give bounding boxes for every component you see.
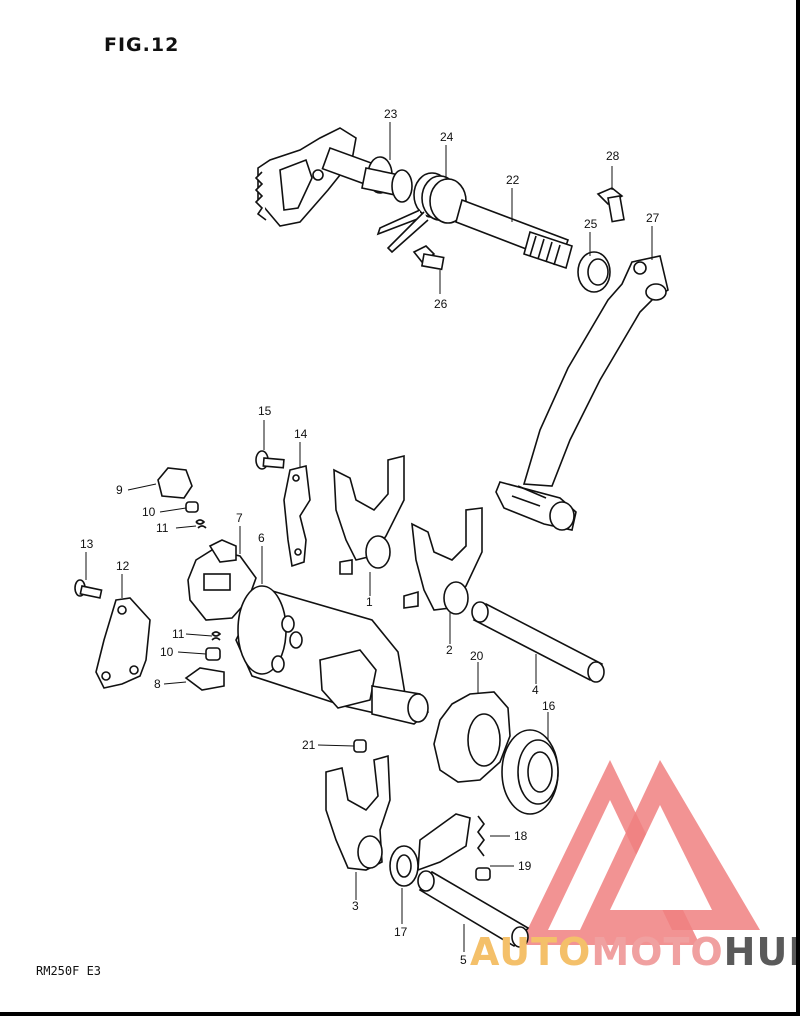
watermark-moto: MOTO <box>591 930 724 974</box>
part-20-cam-gear <box>433 691 511 783</box>
callout-14: 14 <box>294 427 308 441</box>
part-2-shift-fork <box>403 507 483 615</box>
frame-border-bottom <box>0 1012 800 1016</box>
part-10-pin-lower <box>205 647 221 661</box>
callout-21: 21 <box>302 738 316 752</box>
callout-26: 26 <box>434 297 448 311</box>
callout-3: 3 <box>352 899 359 913</box>
part-11-spring-upper <box>195 519 207 529</box>
callout-23: 23 <box>384 107 398 121</box>
callout-24: 24 <box>440 130 454 144</box>
frame-border-right <box>796 0 800 1016</box>
callout-10-upper: 10 <box>142 505 156 519</box>
callout-25: 25 <box>584 217 598 231</box>
callout-8: 8 <box>154 677 161 691</box>
part-21-pin <box>353 739 367 753</box>
part-28-bolt <box>596 187 625 223</box>
callout-10-lower: 10 <box>160 645 174 659</box>
callout-28: 28 <box>606 149 620 163</box>
part-15-screw <box>255 450 285 470</box>
watermark-auto: AUTO <box>470 930 592 974</box>
callout-17: 17 <box>394 925 408 939</box>
callout-6: 6 <box>258 531 265 545</box>
part-6-shift-cam <box>235 585 429 725</box>
part-24-return-spring <box>376 172 467 254</box>
part-11-spring-lower <box>211 631 222 641</box>
callout-7: 7 <box>236 511 243 525</box>
model-code: RM250F E3 <box>36 964 102 978</box>
callout-1: 1 <box>366 595 373 609</box>
part-9-cam-stopper <box>157 467 193 499</box>
part-12-stopper-plate <box>95 597 151 689</box>
part-8-cam-stopper <box>184 667 225 691</box>
callout-11-upper: 11 <box>156 521 169 535</box>
callout-4: 4 <box>532 683 539 697</box>
part-13-screw <box>74 579 103 599</box>
leader-lines <box>85 122 653 952</box>
part-16-bearing <box>501 729 559 815</box>
part-27-shift-lever <box>495 255 669 531</box>
part-3-shift-fork <box>325 754 391 871</box>
callout-9: 9 <box>116 483 123 497</box>
part-14-guide-plate <box>283 465 311 568</box>
part-18-spring <box>477 815 485 857</box>
part-1-shift-fork <box>333 454 405 575</box>
callout-5: 5 <box>460 953 467 967</box>
callout-19: 19 <box>518 859 532 873</box>
watermark-hub: HUB <box>723 930 800 974</box>
part-5-fork-shaft <box>417 870 530 948</box>
callout-13: 13 <box>80 537 94 551</box>
part-4-fork-shaft <box>471 601 605 683</box>
part-17-shift-arm <box>389 813 471 887</box>
callout-27: 27 <box>646 211 660 225</box>
watermark-text: AUTOMOTOHUB <box>470 930 800 974</box>
callout-labels: 23 24 22 28 25 27 26 15 14 9 10 11 7 6 1… <box>80 107 660 967</box>
callout-20: 20 <box>470 649 484 663</box>
figure-title: FIG.12 <box>104 34 180 56</box>
callout-22: 22 <box>506 173 520 187</box>
callout-16: 16 <box>542 699 556 713</box>
watermark-logo <box>520 760 760 945</box>
part-19-pin <box>475 867 491 881</box>
callout-12: 12 <box>116 559 130 573</box>
part-26-bolt <box>412 245 445 271</box>
part-7-cam-guide <box>187 539 257 621</box>
callout-11-lower: 11 <box>172 627 185 641</box>
callout-15: 15 <box>258 404 272 418</box>
part-10-pin-upper <box>185 501 199 513</box>
part-25-oil-seal <box>577 251 611 293</box>
part-23-gearshift-shaft <box>254 127 413 227</box>
part-22-shaft <box>455 198 573 270</box>
callout-2: 2 <box>446 643 453 657</box>
callout-18: 18 <box>514 829 528 843</box>
